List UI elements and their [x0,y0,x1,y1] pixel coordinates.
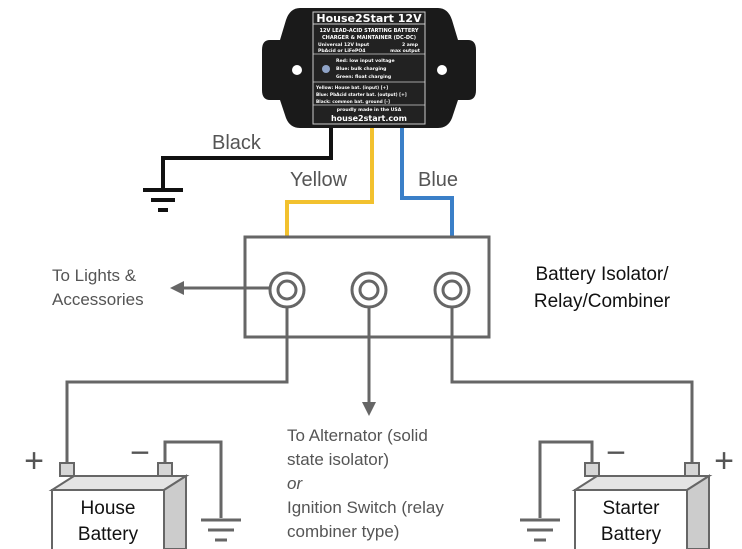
starter-plus-sign: + [714,442,734,480]
device-url: house2start.com [331,114,407,123]
house-minus-sign: − [130,434,150,472]
lights-arrow [170,281,271,295]
spec-left2: PbAcid or LiFePO4 [318,48,365,54]
led-green-text: Green: float charging [336,74,391,80]
house-battery-label-line2: Battery [78,524,139,545]
house2start-device: House2Start 12V 12V LEAD-ACID STARTING B… [262,8,476,128]
mount-hole-left [292,65,302,75]
made-in-text: proudly made in the USA [337,107,402,113]
isolator-label-line2: Relay/Combiner [534,291,671,312]
alternator-arrow [362,308,376,416]
starter-battery [571,462,713,549]
led-blue-text: Blue: bulk charging [336,66,386,72]
starter-ground [520,440,594,542]
house-ground [163,440,241,542]
starter-battery-label-line1: Starter [602,498,660,519]
blue-wire-label: Blue [418,169,458,191]
isolator-terminals [268,271,471,309]
wire-blue-text: Blue: PbAcid starter bat. (output) [+] [316,92,407,98]
isolator-label-line1: Battery Isolator/ [535,264,669,285]
house-battery-label-line1: House [81,498,136,519]
starter-positive-wire [450,308,694,464]
device-subtitle1: 12V LEAD-ACID STARTING BATTERY [320,28,419,34]
led-red-text: Red: low input voltage [336,58,395,64]
yellow-wire-label: Yellow [290,169,348,191]
spec-right2: max output [390,48,421,54]
house-negative-terminal [157,462,173,477]
starter-positive-terminal [684,462,700,477]
starter-negative-terminal [584,462,600,477]
wire-yellow-text: Yellow: House bat. (input) [+] [315,85,388,91]
alternator-label-line2: state isolator) [287,450,389,469]
black-wire-label: Black [212,132,262,154]
spec-right1: 2 amp [402,42,419,48]
device-subtitle2: CHARGER & MAINTAINER (DC-DC) [322,35,416,41]
status-led-icon [322,65,330,73]
black-wire [143,128,333,212]
lights-label-line2: Accessories [52,290,144,309]
device-title: House2Start 12V [316,12,422,25]
starter-battery-label-line2: Battery [601,524,662,545]
lights-label-line1: To Lights & [52,266,137,285]
yellow-wire [285,128,374,268]
alternator-label-line3: Ignition Switch (relay [287,498,444,517]
starter-minus-sign: − [606,434,626,472]
wire-black-text: Black: common bat. ground [-] [316,99,390,105]
mount-hole-right [437,65,447,75]
alternator-label-line4: combiner type) [287,522,399,541]
house-positive-wire [65,308,289,464]
house-plus-sign: + [24,442,44,480]
house-positive-terminal [59,462,75,477]
blue-wire [400,128,454,268]
spec-left1: Universal 12V Input [318,42,370,48]
alternator-label-line1: To Alternator (solid [287,426,428,445]
house-battery [48,462,190,549]
alternator-label-or: or [287,474,303,493]
